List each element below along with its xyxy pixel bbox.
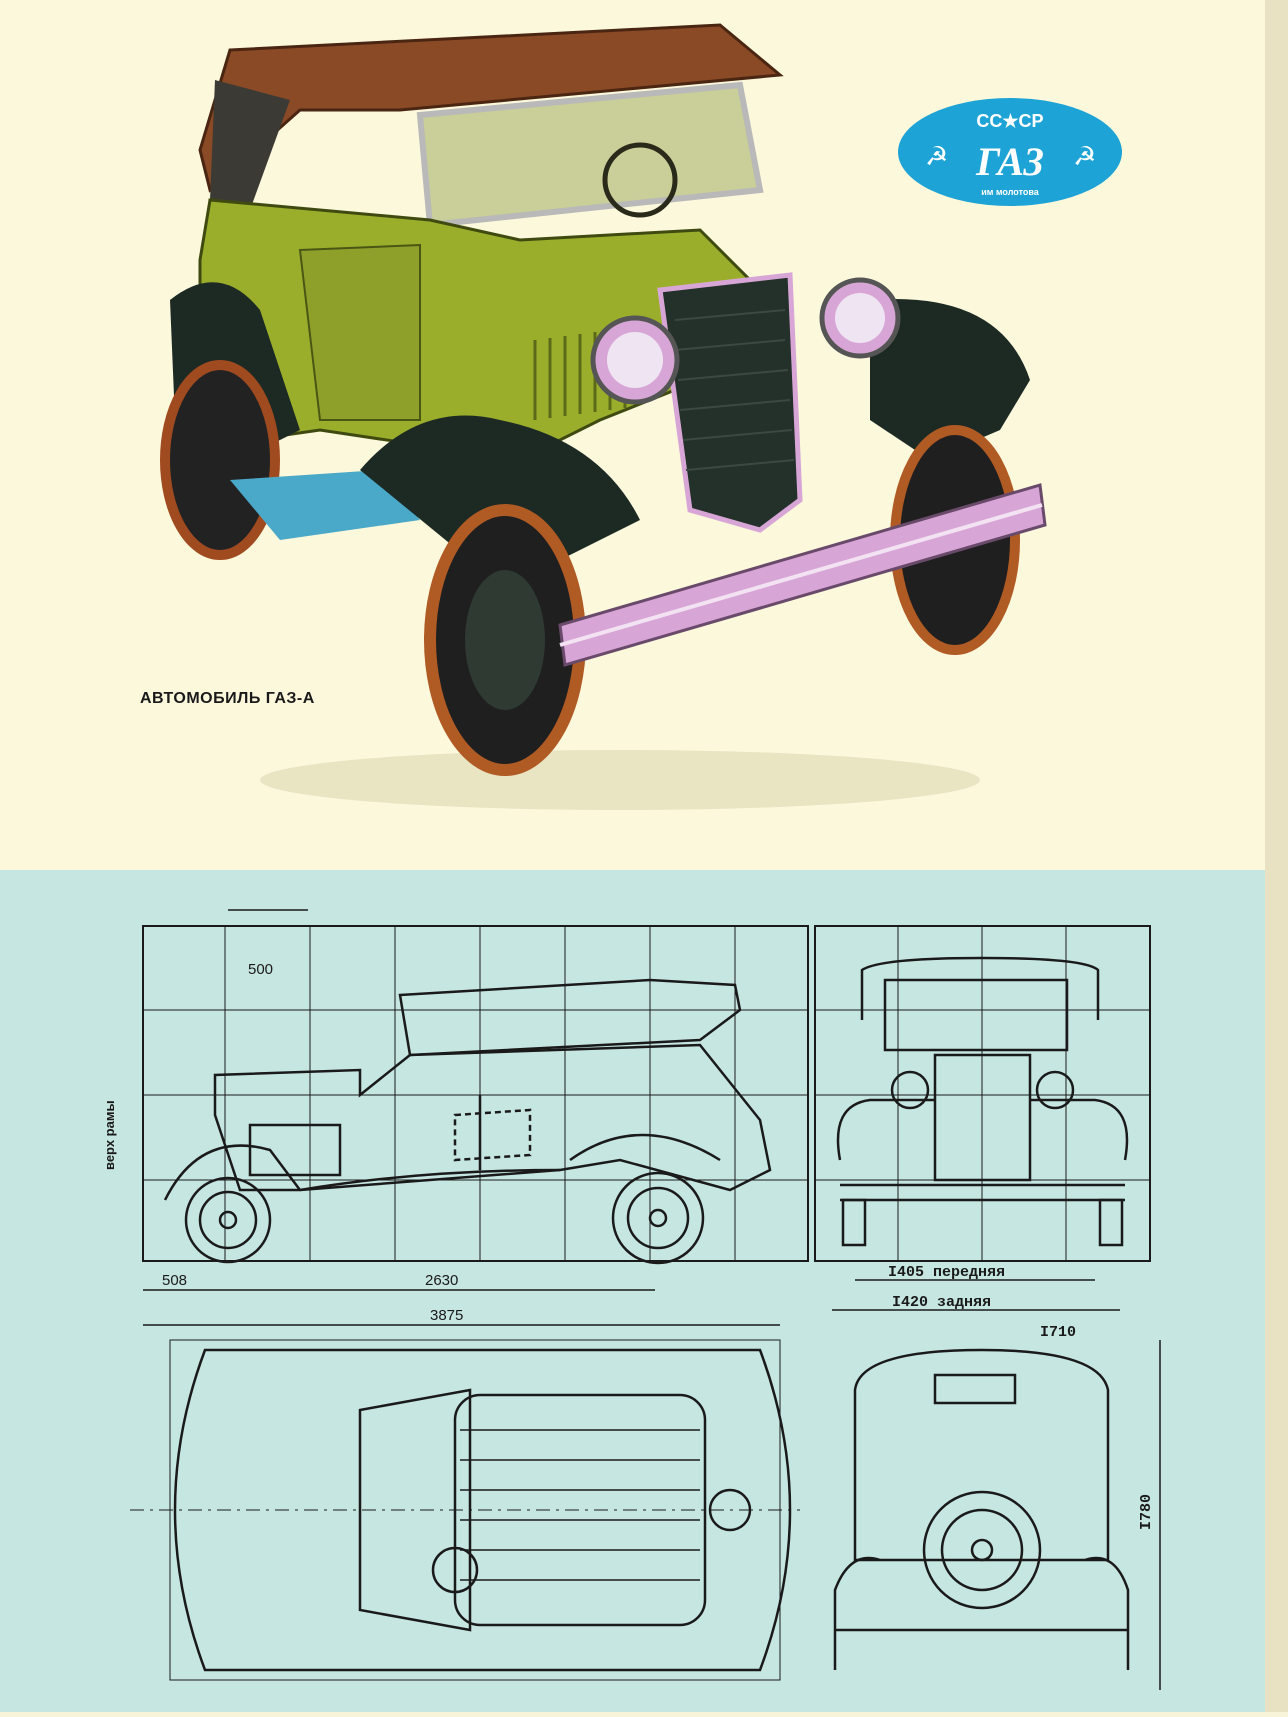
steering-wheel [602,142,678,218]
blueprint-drawing [130,909,1161,1690]
side-view-car [163,978,772,1265]
front-view-grid [814,925,1151,1262]
gaz-logo: СС★СР ГАЗ им молотова ☭ ☭ [898,98,1122,206]
grid-scale-label: 500 [248,961,274,978]
rear-view-car [833,1348,1130,1670]
blueprint-panel: 500 верх рамы 508 2630 3875 I405 передня… [0,870,1265,1712]
hammer-sickle-icon-right: ☭ [1073,142,1096,172]
front-fender-left [360,415,640,560]
hammer-sickle-icon-left: ☭ [925,142,948,172]
top-view-car [130,1339,800,1681]
running-board [230,470,420,540]
car-shadow [260,750,980,810]
car-caption: АВТОМОБИЛЬ ГАЗ-А [140,690,315,707]
overall-width-dim: I710 [1040,1324,1077,1341]
car-top [198,23,784,193]
overall-length-dim: 3875 [430,1307,464,1324]
overall-height-dim: I780 [1138,1493,1155,1530]
dimension-lines [143,909,1161,1690]
front-wheel-left-hub [465,570,545,710]
logo-ellipse [898,98,1122,206]
front-view-car [836,956,1129,1247]
frame-top-label: верх рамы [102,1100,117,1170]
bumper-highlight [559,503,1043,647]
side-view-grid [142,925,809,1262]
car-door [298,243,421,421]
front-track-dim: I405 передняя [888,1264,1006,1281]
radiator-lines [674,309,795,471]
logo-subline: им молотова [981,187,1040,197]
logo-country: СС★СР [976,111,1043,131]
front-overhang-dim: 508 [162,1272,188,1289]
headlight-left-lens [607,332,663,388]
car-illustration [160,23,1047,810]
logo-brand: ГАЗ [975,139,1044,184]
rear-wheel [160,360,280,560]
car-illustration-area: АВТОМОБИЛЬ ГАЗ-А [0,0,1265,870]
wheelbase-dim: 2630 [425,1272,459,1289]
front-fender-right [870,299,1030,460]
rear-track-dim: I420 задняя [892,1294,992,1311]
page-edge [1265,0,1288,1712]
headlight-right-lens [835,293,885,343]
radiator-grille [657,272,803,533]
car-top-side [210,80,290,210]
windshield [416,81,764,229]
